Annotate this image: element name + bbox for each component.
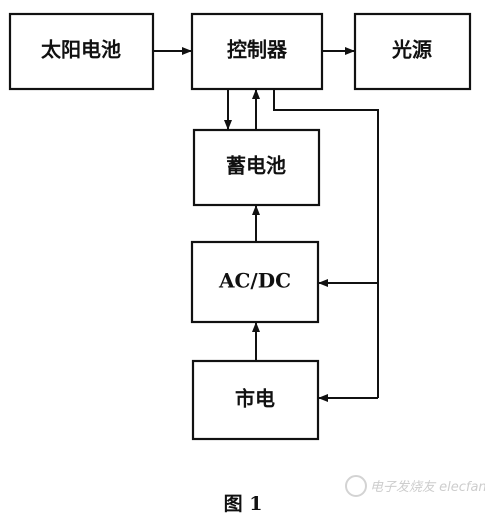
- edge-controller-bus: [273, 89, 379, 398]
- node-solar: 太阳电池: [8, 12, 155, 91]
- node-battery: 蓄电池: [192, 128, 321, 207]
- node-light-label: 光源: [391, 38, 432, 62]
- figure-caption: 图 1: [224, 493, 263, 515]
- watermark-text: 电子发烧友 elecfans.com: [370, 480, 485, 495]
- node-acdc: AC/DC: [190, 240, 320, 324]
- node-controller-label: 控制器: [227, 38, 288, 62]
- node-battery-label: 蓄电池: [226, 154, 286, 178]
- watermark: 电子发烧友 elecfans.com: [345, 475, 485, 497]
- node-mains-label: 市电: [235, 387, 275, 411]
- node-mains: 市电: [191, 359, 320, 441]
- node-controller: 控制器: [190, 12, 324, 91]
- node-acdc-label: AC/DC: [218, 269, 291, 293]
- node-light: 光源: [353, 12, 472, 91]
- watermark-logo-icon: [345, 475, 367, 497]
- node-solar-label: 太阳电池: [41, 38, 121, 62]
